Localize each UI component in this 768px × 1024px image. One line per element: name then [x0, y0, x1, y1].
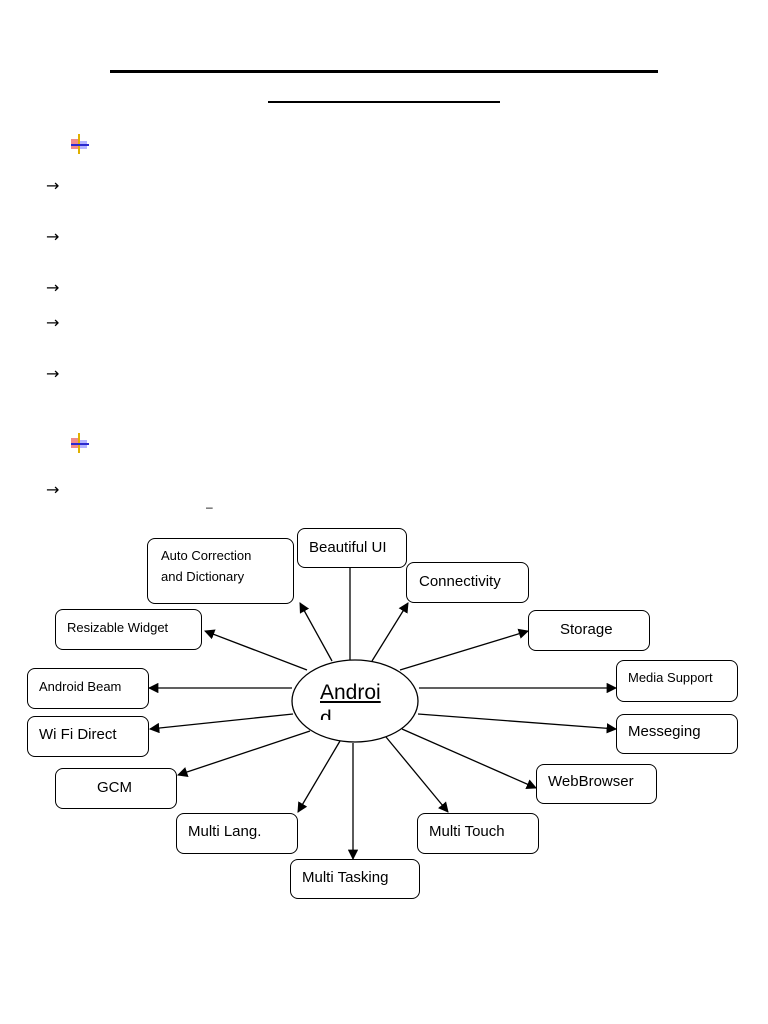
connector-messeging — [417, 713, 618, 734]
connector-connectivity — [371, 602, 409, 662]
node-multi-tasking: Multi Tasking — [290, 859, 420, 899]
connector-multi-touch — [385, 736, 449, 813]
center-label: Android — [320, 681, 381, 720]
node-label: Messeging — [628, 723, 701, 740]
stray-dash: – — [206, 500, 213, 514]
arrow-bullet: → — [46, 176, 60, 195]
center-ellipse — [291, 659, 419, 743]
connector-auto-correction — [299, 602, 333, 662]
section-bullet-icon — [71, 433, 89, 453]
node-messeging: Messeging — [616, 714, 738, 754]
node-label: Multi Lang. — [188, 823, 262, 840]
arrow-bullet: → — [46, 364, 60, 383]
node-gcm: GCM — [55, 768, 177, 809]
node-label: Resizable Widget — [67, 620, 169, 635]
node-media-support: Media Support — [616, 660, 738, 702]
section-bullet-icon — [71, 134, 89, 154]
node-label: GCM — [97, 779, 132, 796]
connector-webbrowser — [401, 728, 537, 789]
connector-gcm — [177, 730, 311, 777]
node-resizable-widget: Resizable Widget — [55, 609, 202, 650]
node-auto-correction: Auto Correction and Dictionary — [147, 538, 294, 604]
node-label-line-1: Auto Correction — [161, 548, 252, 563]
connector-resizable-widget — [204, 629, 308, 671]
title-rule — [110, 70, 658, 73]
connector-multi-lang — [297, 740, 341, 813]
node-beautiful-ui: Beautiful UI — [297, 528, 407, 568]
node-label: WebBrowser — [548, 773, 634, 790]
node-storage: Storage — [528, 610, 650, 651]
node-connectivity: Connectivity — [406, 562, 529, 603]
node-label: Multi Tasking — [302, 869, 389, 886]
arrow-bullet: → — [46, 480, 60, 499]
node-label: Android Beam — [39, 679, 122, 694]
connector-wifi-direct — [148, 713, 294, 734]
node-label: Wi Fi Direct — [39, 726, 117, 743]
node-android-beam: Android Beam — [27, 668, 149, 709]
connector-storage — [399, 628, 529, 671]
arrow-bullet: → — [46, 278, 60, 297]
node-label-line-2: and Dictionary — [161, 569, 245, 584]
node-label: Multi Touch — [429, 823, 505, 840]
node-webbrowser: WebBrowser — [536, 764, 657, 804]
arrow-bullet: → — [46, 313, 60, 332]
node-label: Media Support — [628, 670, 713, 685]
node-wifi-direct: Wi Fi Direct — [27, 716, 149, 757]
subtitle-rule — [268, 101, 500, 103]
arrow-bullet: → — [46, 227, 60, 246]
node-label: Connectivity — [419, 573, 501, 590]
node-label: Beautiful UI — [309, 539, 387, 556]
node-multi-touch: Multi Touch — [417, 813, 539, 854]
node-label: Storage — [560, 621, 613, 638]
node-multi-lang: Multi Lang. — [176, 813, 298, 854]
